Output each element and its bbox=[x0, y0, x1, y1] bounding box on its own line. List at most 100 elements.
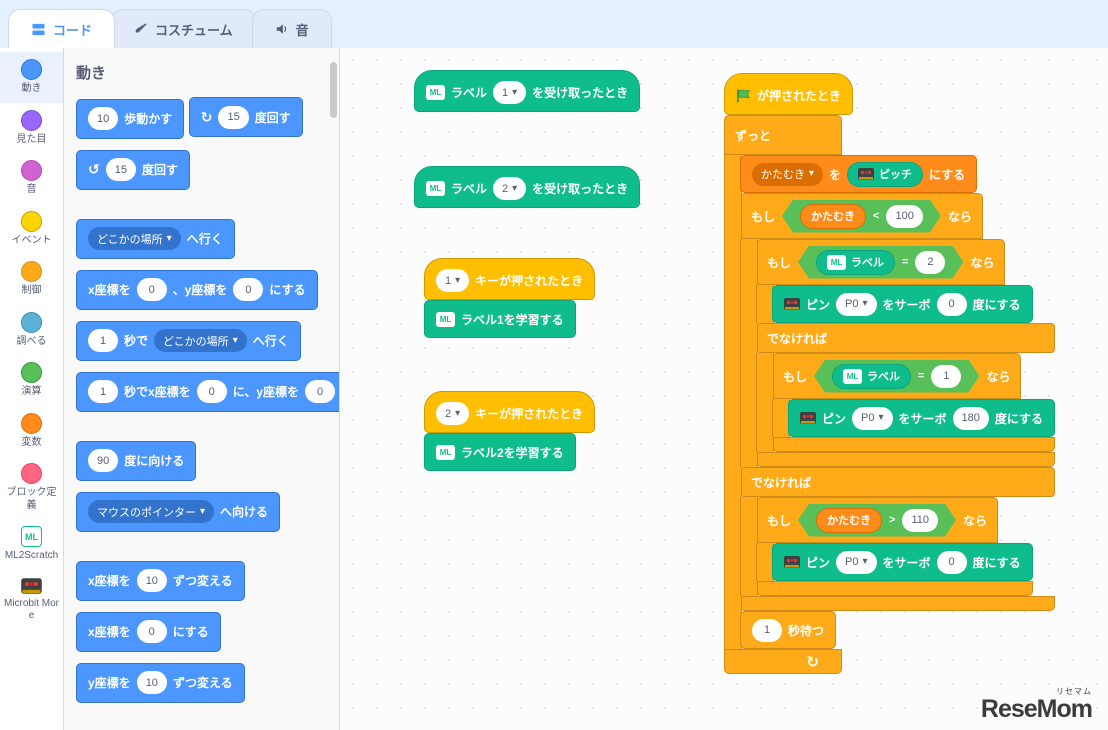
palette-block-point-direction[interactable]: 90 度に向ける bbox=[76, 440, 197, 481]
forever-header[interactable]: ずっと bbox=[724, 115, 842, 155]
palette-block-turn-ccw[interactable]: ↺ 15 度回す bbox=[76, 149, 190, 190]
pin-dropdown[interactable]: P0 bbox=[852, 406, 893, 430]
secs-input[interactable]: 1 bbox=[88, 380, 118, 403]
degrees-input[interactable]: 0 bbox=[936, 292, 967, 316]
palette-block-turn-cw[interactable]: ↻ 15 度回す bbox=[188, 97, 303, 137]
operand-input[interactable]: 110 bbox=[902, 509, 938, 532]
if-header[interactable]: もし かたむき > 110 なら bbox=[756, 497, 999, 543]
x-input[interactable]: 0 bbox=[136, 620, 167, 643]
if-header[interactable]: もし かたむき < 100 なら bbox=[740, 193, 983, 239]
if-header[interactable]: もし ML ラベル = 1 bbox=[772, 353, 1022, 399]
learn-label1-block[interactable]: ML ラベル1を学習する bbox=[424, 300, 576, 338]
dropdown-value: どこかの場所 bbox=[163, 335, 229, 348]
if-header[interactable]: もし ML ラベル = 2 なら bbox=[756, 239, 1006, 285]
set-variable-block[interactable]: かたむき を ピッチ にする bbox=[740, 155, 978, 193]
pin-dropdown[interactable]: P0 bbox=[836, 292, 877, 316]
variable-dropdown[interactable]: かたむき bbox=[752, 162, 824, 186]
category-control[interactable]: 制御 bbox=[0, 254, 63, 305]
tab-code[interactable]: コード bbox=[8, 9, 116, 48]
servo-block-p0-0deg[interactable]: ピン P0 をサーボ 0 度にする bbox=[772, 285, 1033, 323]
when-flag-clicked-hat[interactable]: が押されたとき bbox=[724, 73, 854, 115]
when-label2-received-hat[interactable]: ML ラベル 2 を受け取ったとき bbox=[414, 166, 641, 208]
if-block-footer bbox=[740, 596, 1056, 611]
ml-label-reporter[interactable]: ML ラベル bbox=[832, 364, 911, 389]
if-block-label-eq-1[interactable]: もし ML ラベル = 1 bbox=[772, 353, 1056, 452]
palette-block-point-towards[interactable]: マウスのポインター へ向ける bbox=[76, 491, 281, 532]
degrees-input[interactable]: 15 bbox=[105, 158, 136, 181]
category-looks[interactable]: 見た目 bbox=[0, 103, 63, 154]
microbit-pitch-reporter[interactable]: ピッチ bbox=[847, 161, 924, 187]
category-sensing[interactable]: 調べる bbox=[0, 305, 63, 356]
operand-input[interactable]: 100 bbox=[886, 205, 922, 228]
learn-label2-block[interactable]: ML ラベル2を学習する bbox=[424, 433, 576, 471]
operand-input[interactable]: 1 bbox=[931, 365, 961, 388]
condition-label-eq-2[interactable]: ML ラベル = 2 bbox=[798, 246, 963, 279]
variable-reporter-tilt[interactable]: かたむき bbox=[800, 204, 866, 229]
block-label: ずつ変える bbox=[172, 574, 233, 588]
pin-dropdown[interactable]: P0 bbox=[836, 550, 877, 574]
wait-secs-input[interactable]: 1 bbox=[752, 618, 782, 642]
category-sound[interactable]: 音 bbox=[0, 153, 63, 204]
tab-costume[interactable]: コスチューム bbox=[111, 9, 256, 48]
when-key2-pressed-hat[interactable]: 2 キーが押されたとき bbox=[424, 391, 596, 433]
palette-block-glide-xy[interactable]: 1 秒でx座標を 0 に、y座標を 0 bbox=[76, 371, 339, 412]
else-bar[interactable]: でなければ bbox=[740, 467, 1056, 497]
script-workspace[interactable]: ML ラベル 1 を受け取ったとき ML ラベル 2 を受け取ったとき 1 キー… bbox=[341, 48, 1108, 730]
category-microbit-more[interactable]: Microbit More bbox=[0, 570, 63, 630]
secs-input[interactable]: 1 bbox=[88, 329, 118, 352]
goto-target-dropdown[interactable]: どこかの場所 bbox=[88, 227, 181, 250]
y-input[interactable]: 0 bbox=[233, 278, 264, 301]
if-else-block-label-eq-2[interactable]: もし ML ラベル = 2 なら bbox=[756, 239, 1056, 467]
palette-block-goto[interactable]: どこかの場所 へ行く bbox=[76, 218, 235, 259]
category-ml2scratch[interactable]: ML ML2Scratch bbox=[0, 519, 63, 570]
point-target-dropdown[interactable]: マウスのポインター bbox=[88, 500, 215, 523]
palette-block-change-x[interactable]: x座標を 10 ずつ変える bbox=[76, 560, 245, 601]
condition-label-eq-1[interactable]: ML ラベル = 1 bbox=[814, 360, 979, 393]
condition-tilt-gt-110[interactable]: かたむき > 110 bbox=[798, 504, 956, 537]
category-motion[interactable]: 動き bbox=[0, 52, 63, 103]
if-else-block-tilt-lt-100[interactable]: もし かたむき < 100 なら bbox=[740, 193, 1056, 611]
category-events[interactable]: イベント bbox=[0, 204, 63, 255]
y-input[interactable]: 0 bbox=[305, 380, 336, 403]
dx-input[interactable]: 10 bbox=[136, 569, 167, 592]
dy-input[interactable]: 10 bbox=[136, 671, 167, 694]
when-label1-received-hat[interactable]: ML ラベル 1 を受け取ったとき bbox=[414, 70, 641, 112]
palette-scrollbar[interactable] bbox=[330, 62, 337, 118]
else-bar[interactable]: でなければ bbox=[756, 323, 1056, 353]
operand-input[interactable]: 2 bbox=[915, 251, 945, 274]
wait-block[interactable]: 1 秒待つ bbox=[740, 611, 837, 649]
degrees-input[interactable]: 15 bbox=[218, 105, 249, 129]
category-operators[interactable]: 演算 bbox=[0, 355, 63, 406]
if-block-tilt-gt-110[interactable]: もし かたむき > 110 なら bbox=[756, 497, 1033, 596]
variable-reporter-tilt[interactable]: かたむき bbox=[816, 508, 882, 533]
condition-tilt-lt-100[interactable]: かたむき < 100 bbox=[782, 200, 941, 233]
reporter-label: かたむき bbox=[811, 211, 856, 223]
label-dropdown[interactable]: 1 bbox=[493, 81, 527, 104]
degrees-input[interactable]: 0 bbox=[936, 550, 967, 574]
steps-input[interactable]: 10 bbox=[88, 107, 119, 130]
degrees-input[interactable]: 180 bbox=[952, 406, 989, 430]
forever-block[interactable]: ずっと かたむき を ピッチ にする bbox=[724, 115, 1056, 674]
direction-input[interactable]: 90 bbox=[88, 449, 119, 472]
dropdown-value: マウスのポインター bbox=[97, 506, 196, 519]
palette-block-change-y[interactable]: y座標を 10 ずつ変える bbox=[76, 662, 245, 703]
servo-block-p0-180deg[interactable]: ピン P0 をサーボ 180 度にする bbox=[788, 399, 1056, 437]
ml2scratch-category-icon: ML bbox=[21, 526, 42, 547]
tab-sound[interactable]: 音 bbox=[251, 9, 332, 48]
label-dropdown[interactable]: 2 bbox=[493, 177, 527, 200]
glide-target-dropdown[interactable]: どこかの場所 bbox=[154, 329, 247, 352]
palette-block-glide-to[interactable]: 1 秒で どこかの場所 へ行く bbox=[76, 320, 301, 361]
when-key1-pressed-hat[interactable]: 1 キーが押されたとき bbox=[424, 258, 596, 300]
palette-block-goto-xy[interactable]: x座標を 0 、y座標を 0 にする bbox=[76, 269, 318, 310]
palette-block-set-x[interactable]: x座標を 0 にする bbox=[76, 611, 221, 652]
x-input[interactable]: 0 bbox=[196, 380, 227, 403]
x-input[interactable]: 0 bbox=[136, 278, 167, 301]
ml-label-reporter[interactable]: ML ラベル bbox=[816, 250, 895, 275]
palette-block-move-steps[interactable]: 10 歩動かす bbox=[76, 98, 185, 139]
category-myblocks[interactable]: ブロック定義 bbox=[0, 456, 63, 519]
category-variables[interactable]: 変数 bbox=[0, 406, 63, 457]
key-dropdown[interactable]: 1 bbox=[436, 269, 470, 292]
servo-block-p0-0deg-else[interactable]: ピン P0 をサーボ 0 度にする bbox=[772, 543, 1033, 581]
key-dropdown[interactable]: 2 bbox=[436, 402, 470, 425]
forever-footer: ↻ bbox=[724, 649, 842, 674]
